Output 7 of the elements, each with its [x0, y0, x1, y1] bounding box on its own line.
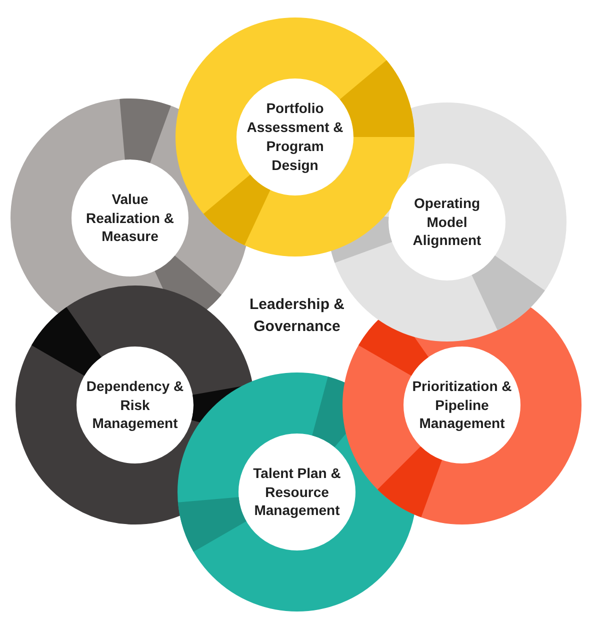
- stage-label: Portfolio Assessment & Program Design: [246, 99, 344, 175]
- stage-label: Value Realization & Measure: [85, 190, 175, 246]
- stage-label: Operating Model Alignment: [412, 194, 482, 250]
- stage-label: Talent Plan & Resource Management: [252, 464, 342, 520]
- stage-label: Dependency & Risk Management: [85, 376, 185, 434]
- center-label: Leadership & Governance: [248, 295, 346, 337]
- stage-label: Prioritization & Pipeline Management: [411, 376, 513, 434]
